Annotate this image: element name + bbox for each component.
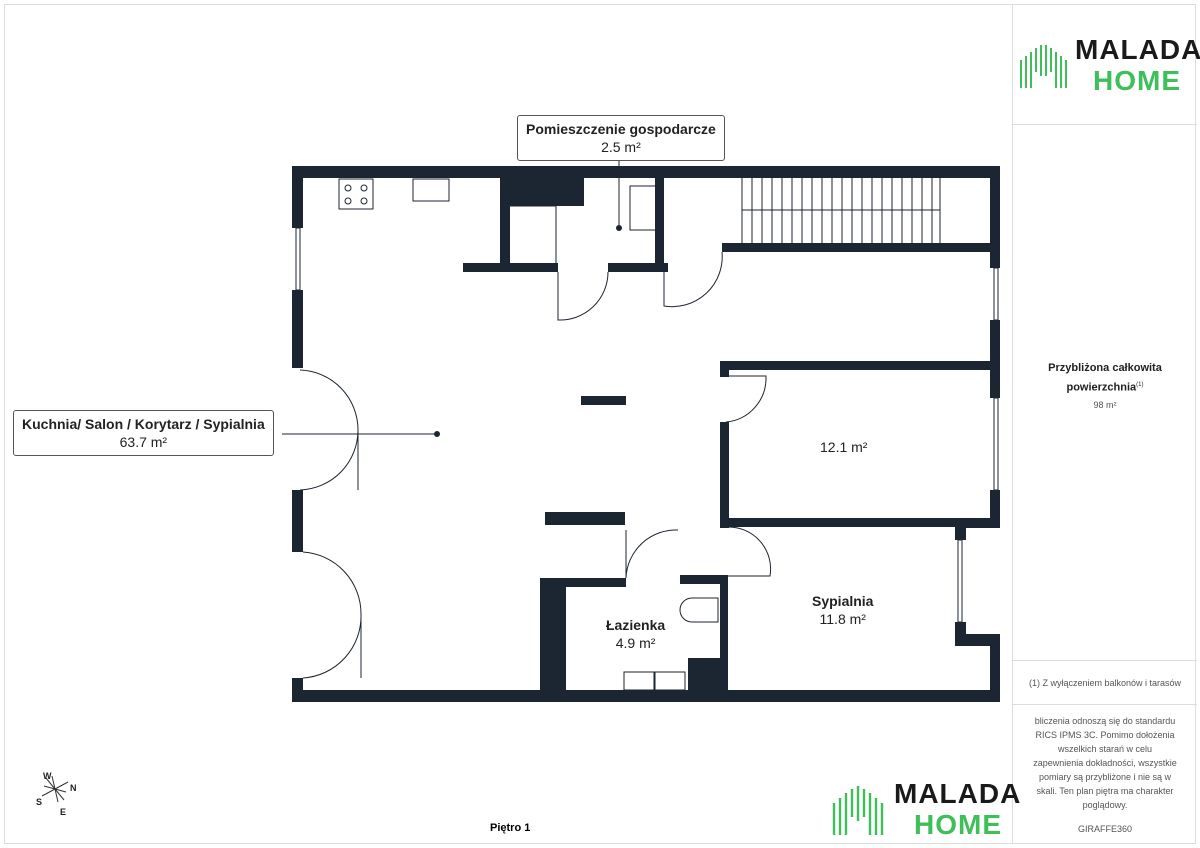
total-area: Przybliżona całkowita powierzchnia(1) 98 …: [1013, 360, 1197, 414]
disclaimer-tail: GIRAFFE360: [1077, 824, 1133, 834]
wall: [720, 361, 1000, 370]
wall: [540, 578, 566, 702]
wall: [502, 166, 584, 206]
wall: [292, 166, 1000, 178]
wall: [688, 658, 728, 702]
wall: [292, 690, 1000, 702]
room-bedroom: Sypialnia 11.8 m²: [812, 592, 873, 628]
wall: [655, 166, 664, 272]
total-value: 98 m²: [1093, 399, 1117, 410]
wall: [720, 422, 729, 528]
room-bathroom: Łazienka 4.9 m²: [606, 616, 665, 652]
brand-line2: HOME: [1093, 65, 1181, 96]
wall: [292, 166, 303, 228]
wall: [292, 490, 303, 552]
wall: [955, 634, 1000, 646]
wall: [990, 320, 1000, 398]
wall: [581, 396, 626, 405]
logo-house-icon: [832, 786, 884, 835]
room-area: 63.7 m²: [119, 434, 168, 450]
wall: [545, 512, 625, 525]
disclaimer: bliczenia odnoszą się do standardu RICS …: [1033, 716, 1177, 810]
wall: [990, 166, 1000, 268]
compass-w: W: [43, 771, 52, 781]
wall: [540, 578, 626, 587]
wall: [720, 575, 728, 702]
page-frame: [4, 4, 1196, 844]
brand-line1: MALADA: [1075, 34, 1200, 65]
room-12: 12.1 m²: [820, 438, 867, 456]
divider: [1013, 124, 1197, 125]
room-area: 4.9 m²: [615, 635, 656, 651]
room-area: 2.5 m²: [601, 139, 641, 155]
wall: [990, 490, 1000, 528]
logo-house-icon: [1020, 45, 1067, 88]
compass-s: S: [36, 797, 43, 807]
label-living-room: Kuchnia/ Salon / Korytarz / Sypialnia 63.…: [13, 410, 274, 456]
wall: [720, 361, 729, 377]
wall: [463, 263, 558, 272]
compass-e: E: [60, 807, 67, 817]
divider: [1013, 704, 1197, 705]
wall: [500, 166, 510, 272]
label-utility-room: Pomieszczenie gospodarcze 2.5 m²: [517, 115, 725, 161]
compass-n: N: [70, 783, 77, 793]
brand-line2: HOME: [914, 809, 1002, 840]
wall: [955, 518, 966, 540]
room-area: 12.1 m²: [820, 439, 868, 455]
brand-line1: MALADA: [894, 778, 1022, 809]
room-name: Kuchnia/ Salon / Korytarz / Sypialnia: [22, 416, 265, 432]
wall: [720, 518, 960, 527]
wall: [292, 290, 303, 368]
room-name: Pomieszczenie gospodarcze: [526, 121, 716, 137]
divider: [1013, 660, 1197, 661]
total-label: Przybliżona całkowita powierzchnia: [1048, 362, 1162, 394]
floor-plan: [282, 155, 1000, 702]
wall: [955, 518, 1000, 528]
wall: [680, 575, 728, 584]
footnote: (1) Z wyłączeniem balkonów i tarasów: [1028, 678, 1182, 688]
room-area: 11.8 m²: [819, 611, 866, 627]
room-name: Łazienka: [606, 617, 666, 633]
wall: [722, 243, 990, 252]
wall: [990, 634, 1000, 702]
total-sup: (1): [1136, 382, 1144, 388]
room-name: Sypialnia: [812, 593, 874, 609]
wall: [608, 263, 668, 272]
floor-label: Piętro 1: [490, 822, 531, 834]
